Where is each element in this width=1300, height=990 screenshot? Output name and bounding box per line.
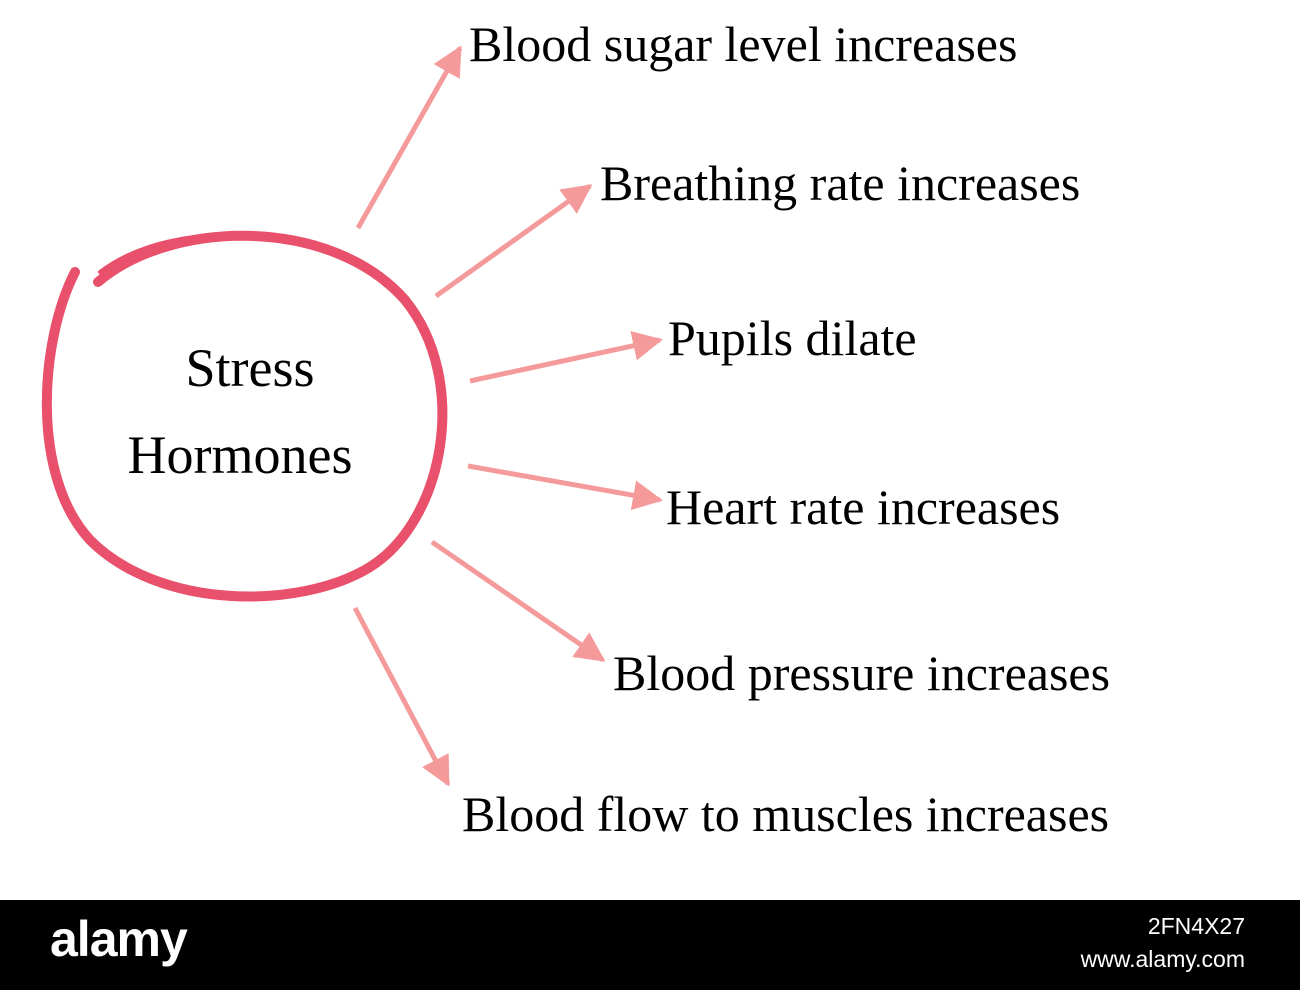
watermark-footer: alamy 2FN4X27 www.alamy.com <box>0 900 1300 990</box>
center-circle-stroke-2 <box>98 233 412 307</box>
effect-label-blood-sugar: Blood sugar level increases <box>469 16 1017 72</box>
diagram-canvas: Stress Hormones Blood sugar level increa… <box>41 16 1111 842</box>
effect-label-breathing: Breathing rate increases <box>600 155 1080 211</box>
alamy-logo: alamy <box>50 911 188 967</box>
arrow-breathing <box>434 183 593 299</box>
effect-label-blood-pressure: Blood pressure increases <box>613 645 1110 701</box>
image-id: 2FN4X27 <box>1147 913 1245 939</box>
arrow-heart-rate <box>467 463 663 511</box>
effect-label-blood-flow: Blood flow to muscles increases <box>462 786 1109 842</box>
effect-label-heart-rate: Heart rate increases <box>666 479 1060 535</box>
diagram-svg: Stress Hormones Blood sugar level increa… <box>41 16 1110 842</box>
arrow-pupils <box>469 331 663 384</box>
arrow-blood-pressure <box>430 539 606 663</box>
center-label-line1: Stress <box>185 338 314 398</box>
arrow-blood-sugar <box>355 45 463 230</box>
center-circle <box>41 230 448 602</box>
site-url: www.alamy.com <box>1080 946 1245 972</box>
center-label-line2: Hormones <box>128 425 353 485</box>
effect-label-pupils: Pupils dilate <box>668 310 917 366</box>
arrow-blood-flow <box>352 606 451 787</box>
